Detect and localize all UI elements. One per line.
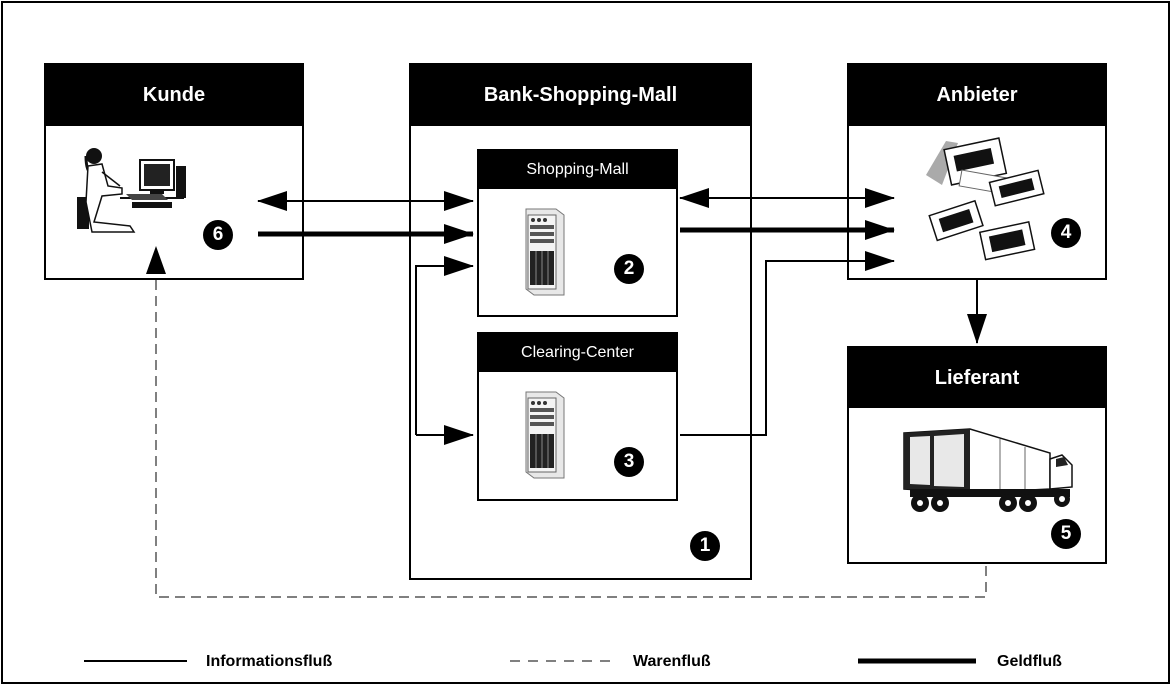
kunde-title: Kunde — [46, 65, 302, 126]
info-flow-clearing-mall — [415, 256, 474, 435]
goods-flow-lieferant-kunde — [155, 250, 987, 598]
anbieter-title: Anbieter — [849, 65, 1105, 126]
legend-geld-label: Geldfluß — [997, 653, 1062, 670]
shopping-mall-box: Shopping-Mall — [477, 149, 678, 317]
shopping-mall-title: Shopping-Mall — [479, 151, 676, 189]
person-at-computer-icon — [77, 148, 186, 233]
badge-3: 3 — [614, 447, 644, 477]
clearing-center-title: Clearing-Center — [479, 334, 676, 372]
legend-info-label: Informationsfluß — [206, 653, 333, 670]
badge-6: 6 — [203, 220, 233, 250]
goods-flow-arrowhead — [146, 246, 166, 274]
truck-icon — [903, 428, 1073, 512]
badge-2: 2 — [614, 254, 644, 284]
clearing-center-box: Clearing-Center — [477, 332, 678, 501]
server-tower-icon — [525, 208, 565, 296]
badge-4: 4 — [1051, 218, 1081, 248]
badge-5: 5 — [1051, 519, 1081, 549]
server-tower-icon — [525, 391, 565, 479]
lieferant-title: Lieferant — [849, 348, 1105, 408]
info-flow-clearing-anbieter — [680, 251, 895, 436]
badge-1: 1 — [690, 531, 720, 561]
legend-ware-label: Warenfluß — [633, 653, 711, 670]
bank-shopping-mall-title: Bank-Shopping-Mall — [411, 65, 750, 126]
documents-icon — [926, 137, 1045, 261]
